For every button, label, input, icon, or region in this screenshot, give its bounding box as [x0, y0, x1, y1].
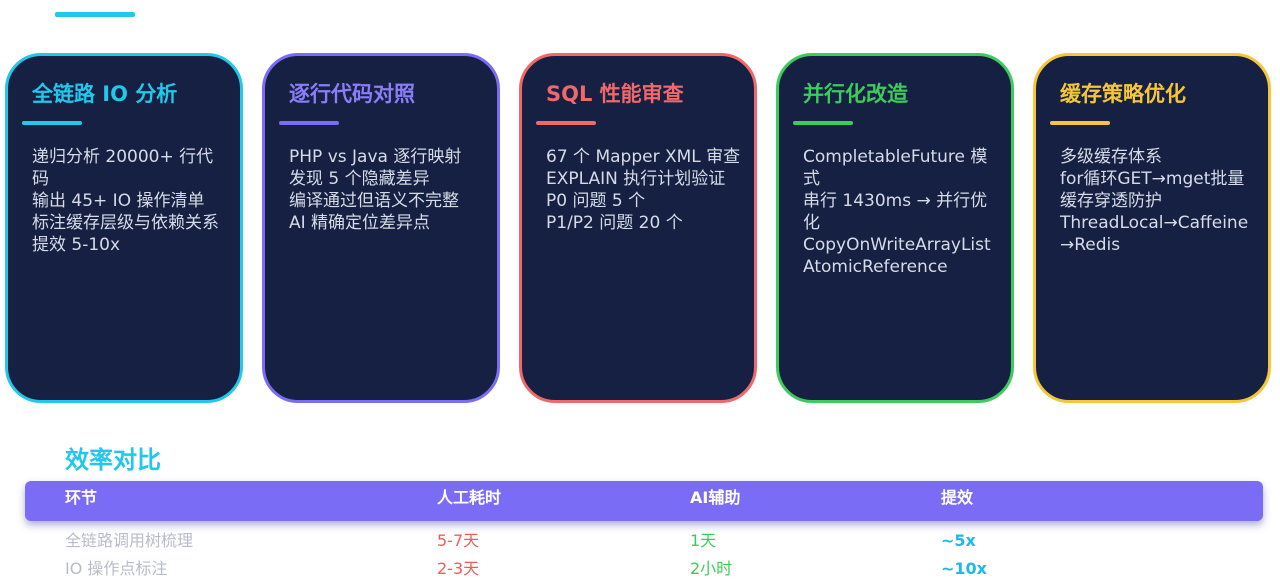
- card-title: 逐行代码对照: [289, 82, 415, 106]
- card-accent-bar: [793, 121, 853, 125]
- cell-step: 全链路调用树梳理: [65, 531, 194, 550]
- card-line: 提效 5-10x: [32, 235, 121, 255]
- card-line: PHP vs Java 逐行映射: [289, 147, 462, 167]
- top-accent-bar: [55, 12, 135, 17]
- card-accent-bar: [22, 121, 82, 125]
- card-body: 67 个 Mapper XML 审查 EXPLAIN 执行计划验证 P0 问题 …: [546, 146, 744, 234]
- card-body: PHP vs Java 逐行映射 发现 5 个隐藏差异 编译通过但语义不完整 A…: [289, 146, 487, 234]
- table-row: 全链路调用树梳理 5-7天 1天 ~5x: [0, 527, 1280, 555]
- card-sql-review: SQL 性能审查 67 个 Mapper XML 审查 EXPLAIN 执行计划…: [519, 53, 757, 403]
- card-accent-bar: [1050, 121, 1110, 125]
- cell-speedup: ~10x: [941, 559, 987, 578]
- card-line: 67 个 Mapper XML 审查: [546, 147, 741, 167]
- card-body: CompletableFuture 模式 串行 1430ms → 并行优化 Co…: [803, 146, 1001, 278]
- card-line: 发现 5 个隐藏差异: [289, 169, 430, 189]
- header-step: 环节: [65, 488, 98, 507]
- card-title: 并行化改造: [803, 82, 908, 106]
- card-title: 全链路 IO 分析: [32, 82, 178, 106]
- card-line: EXPLAIN 执行计划验证: [546, 169, 726, 189]
- card-accent-bar: [536, 121, 596, 125]
- card-line: 多级缓存体系: [1060, 147, 1162, 167]
- card-line: AI 精确定位差异点: [289, 213, 431, 233]
- cell-manual-time: 2-3天: [437, 559, 480, 578]
- comparison-table-header: 环节 人工耗时 AI辅助 提效: [25, 481, 1263, 521]
- card-body: 递归分析 20000+ 行代码 输出 45+ IO 操作清单 标注缓存层级与依赖…: [32, 146, 230, 256]
- card-line: 标注缓存层级与依赖关系: [32, 213, 219, 233]
- card-line: 递归分析 20000+ 行代码: [32, 147, 214, 189]
- card-title: 缓存策略优化: [1060, 82, 1186, 106]
- card-accent-bar: [279, 121, 339, 125]
- card-line: 缓存穿透防护: [1060, 191, 1162, 211]
- card-cache: 缓存策略优化 多级缓存体系 for循环GET→mget批量 缓存穿透防护 Thr…: [1033, 53, 1271, 403]
- card-line: CompletableFuture 模式: [803, 147, 988, 189]
- card-code-compare: 逐行代码对照 PHP vs Java 逐行映射 发现 5 个隐藏差异 编译通过但…: [262, 53, 500, 403]
- comparison-title: 效率对比: [65, 446, 161, 474]
- header-speedup: 提效: [941, 488, 974, 507]
- card-title: SQL 性能审查: [546, 82, 684, 106]
- cell-manual-time: 5-7天: [437, 531, 480, 550]
- header-ai-assist: AI辅助: [690, 488, 741, 507]
- card-line: ThreadLocal→Caffeine→Redis: [1060, 213, 1249, 255]
- card-line: CopyOnWriteArrayList: [803, 235, 991, 255]
- cell-ai-time: 2小时: [690, 559, 733, 578]
- table-row: IO 操作点标注 2-3天 2小时 ~10x: [0, 555, 1280, 583]
- header-manual-time: 人工耗时: [437, 488, 502, 507]
- card-line: 串行 1430ms → 并行优化: [803, 191, 988, 233]
- card-parallel: 并行化改造 CompletableFuture 模式 串行 1430ms → 并…: [776, 53, 1014, 403]
- cell-step: IO 操作点标注: [65, 559, 168, 578]
- card-line: 输出 45+ IO 操作清单: [32, 191, 205, 211]
- card-line: for循环GET→mget批量: [1060, 169, 1245, 189]
- card-line: P0 问题 5 个: [546, 191, 646, 211]
- card-body: 多级缓存体系 for循环GET→mget批量 缓存穿透防护 ThreadLoca…: [1060, 146, 1258, 256]
- card-line: AtomicReference: [803, 257, 948, 277]
- cell-ai-time: 1天: [690, 531, 717, 550]
- cell-speedup: ~5x: [941, 531, 976, 550]
- card-io-analysis: 全链路 IO 分析 递归分析 20000+ 行代码 输出 45+ IO 操作清单…: [5, 53, 243, 403]
- card-line: 编译通过但语义不完整: [289, 191, 459, 211]
- card-line: P1/P2 问题 20 个: [546, 213, 683, 233]
